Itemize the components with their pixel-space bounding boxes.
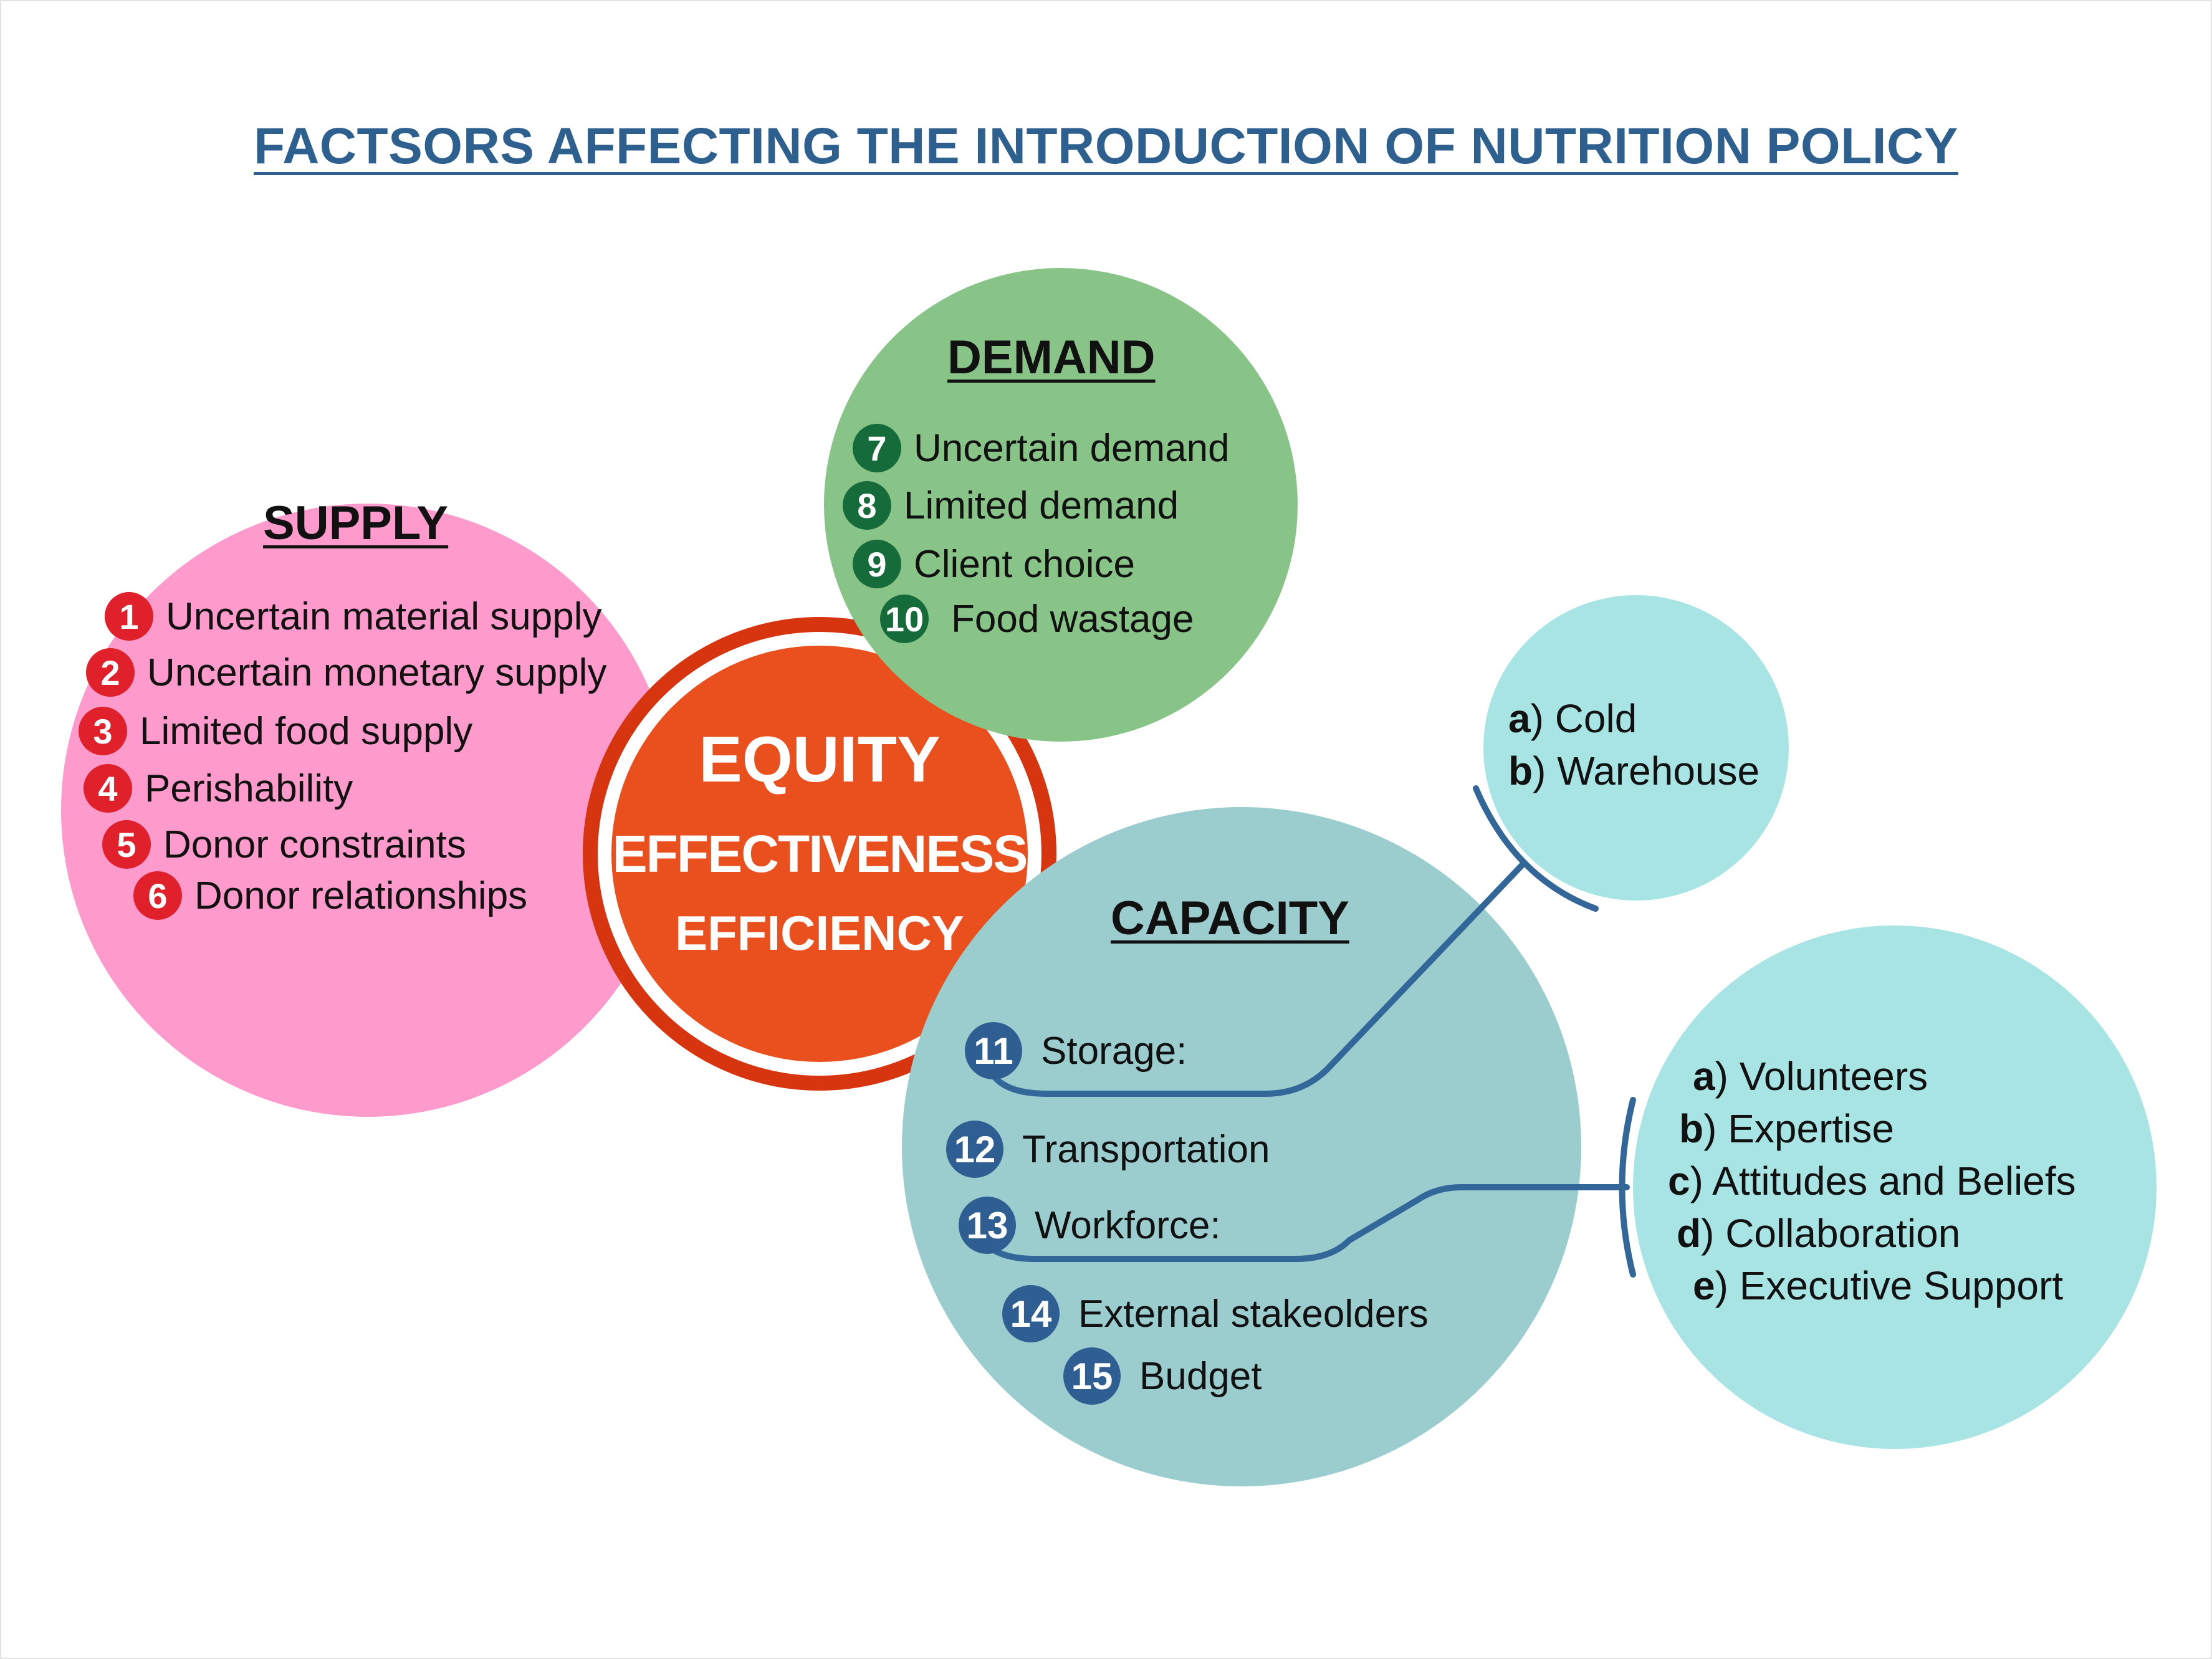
capacity-item-label: External stakeolders [1078, 1292, 1429, 1336]
supply-item-label: Uncertain material supply [166, 595, 602, 638]
sub-letter: a [1693, 1054, 1715, 1099]
center-equity: EQUITY [699, 724, 941, 796]
sub-label: ) Volunteers [1715, 1054, 1928, 1099]
sub-letter: b [1679, 1106, 1704, 1151]
workforce-factor-attitudes: c) Attitudes and Beliefs [1668, 1158, 2076, 1204]
supply-circle [61, 504, 674, 1117]
sub-letter: c [1668, 1159, 1690, 1203]
demand-item-10: 10 Food wastage [880, 595, 1194, 643]
storage-sub-circle [1483, 595, 1789, 901]
workforce-factor-expertise: b) Expertise [1679, 1106, 1894, 1152]
capacity-item-label: Transportation [1022, 1127, 1270, 1171]
demand-heading: DEMAND [947, 331, 1156, 384]
demand-item-8: 8 Limited demand [843, 481, 1179, 530]
number-badge: 8 [843, 481, 891, 530]
supply-item-2: 2 Uncertain monetary supply [86, 648, 606, 697]
supply-item-4: 4 Perishability [84, 764, 353, 813]
number-badge: 4 [84, 764, 132, 813]
sub-letter: b [1508, 748, 1533, 793]
capacity-item-label: Workforce: [1035, 1203, 1221, 1247]
workforce-connector [975, 1184, 1630, 1262]
number-badge: 10 [880, 595, 929, 643]
workforce-sub-circle [1633, 925, 2157, 1449]
sub-letter: a [1508, 696, 1531, 741]
number-badge: 1 [105, 592, 153, 641]
supply-item-label: Donor relationships [194, 874, 528, 917]
demand-item-label: Client choice [914, 542, 1135, 586]
sub-label: ) Warehouse [1533, 748, 1760, 793]
sub-letter: e [1693, 1263, 1715, 1308]
supply-item-label: Limited food supply [140, 709, 473, 753]
number-badge: 2 [86, 648, 135, 697]
capacity-heading: CAPACITY [1111, 892, 1349, 945]
demand-item-7: 7 Uncertain demand [853, 424, 1230, 472]
number-badge: 13 [959, 1197, 1016, 1254]
number-badge: 12 [946, 1121, 1003, 1178]
storage-type-cold: a) Cold [1508, 696, 1637, 742]
demand-item-9: 9 Client choice [853, 540, 1135, 588]
sub-label: ) Attitudes and Beliefs [1690, 1159, 2076, 1203]
sub-label: ) Expertise [1703, 1106, 1894, 1151]
supply-item-label: Uncertain monetary supply [147, 651, 607, 694]
supply-item-label: Perishability [145, 767, 353, 810]
supply-item-1: 1 Uncertain material supply [105, 592, 602, 641]
storage-connector [988, 860, 1527, 1097]
number-badge: 3 [79, 707, 127, 755]
capacity-item-label: Storage: [1041, 1029, 1187, 1073]
workforce-factor-volunteers: a) Volunteers [1693, 1053, 1928, 1099]
sub-label: ) Collaboration [1701, 1211, 1961, 1256]
page-title: FACTSORS AFFECTING THE INTRODUCTION OF N… [254, 118, 1958, 175]
number-badge: 6 [133, 871, 182, 920]
capacity-item-label: Budget [1139, 1354, 1262, 1398]
center-effectiveness: EFFECTIVENESS [612, 825, 1028, 883]
workforce-factor-collaboration: d) Collaboration [1677, 1210, 1960, 1256]
number-badge: 9 [853, 540, 901, 588]
supply-item-6: 6 Donor relationships [133, 871, 527, 920]
center-efficiency: EFFICIENCY [675, 906, 964, 960]
center-circle [611, 646, 1028, 1062]
sub-label: ) Cold [1530, 696, 1637, 741]
storage-bracket [1473, 785, 1599, 912]
storage-type-warehouse: b) Warehouse [1508, 748, 1760, 794]
supply-item-5: 5 Donor constraints [102, 820, 466, 869]
capacity-item-11: 11 Storage: [965, 1022, 1187, 1079]
number-badge: 7 [853, 424, 901, 472]
capacity-item-15: 15 Budget [1063, 1347, 1262, 1405]
supply-heading: SUPPLY [263, 497, 449, 550]
supply-item-3: 3 Limited food supply [79, 707, 472, 755]
number-badge: 11 [965, 1022, 1022, 1079]
capacity-item-12: 12 Transportation [946, 1121, 1270, 1178]
sub-letter: d [1677, 1211, 1702, 1256]
workforce-factor-executive-support: e) Executive Support [1693, 1263, 2063, 1309]
demand-circle [824, 268, 1298, 742]
demand-item-label: Uncertain demand [914, 426, 1230, 470]
demand-item-label: Food wastage [951, 597, 1194, 641]
capacity-item-13: 13 Workforce: [959, 1197, 1221, 1254]
sub-label: ) Executive Support [1715, 1263, 2064, 1308]
capacity-item-14: 14 External stakeolders [1002, 1285, 1429, 1342]
number-badge: 5 [102, 820, 151, 869]
number-badge: 14 [1002, 1285, 1060, 1342]
number-badge: 15 [1063, 1347, 1121, 1405]
workforce-bracket [1619, 1097, 1636, 1278]
demand-item-label: Limited demand [904, 484, 1179, 527]
supply-item-label: Donor constraints [163, 823, 466, 866]
